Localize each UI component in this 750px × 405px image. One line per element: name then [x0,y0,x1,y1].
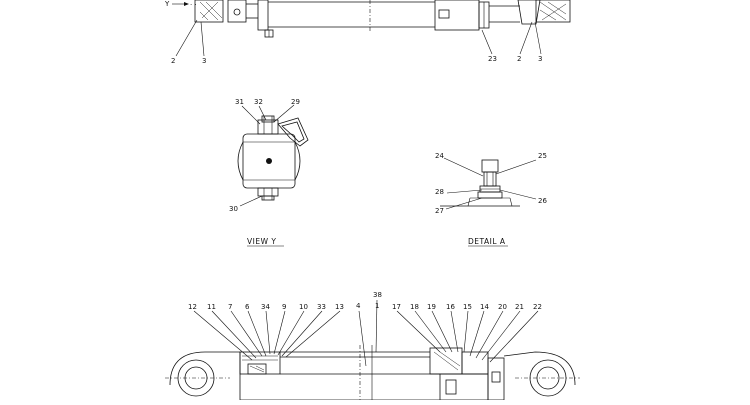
bottom-label-34: 34 [261,303,270,311]
bottom-label-9: 9 [282,303,286,311]
detail-a-label-27: 27 [435,207,444,215]
detail-a-drawing: 24 25 28 26 27 [435,152,547,215]
bottom-label-11: 11 [207,303,216,311]
right-head-body [517,0,571,25]
left-head-body [194,0,274,38]
bottom-section-view [165,299,580,401]
view-y-drawing: 31 32 29 30 [229,98,309,213]
bottom-label-14: 14 [480,303,489,311]
view-y-label-29: 29 [291,98,300,106]
top-label-2-left: 2 [171,57,175,65]
top-cylinder-view: Y · · [164,0,571,65]
bottom-label-18: 18 [410,303,419,311]
bottom-label-4: 4 [356,302,361,310]
bottom-label-22: 22 [533,303,542,311]
bottom-label-38: 38 [373,291,382,299]
view-y-label-32: 32 [254,98,263,106]
y-marker-label: Y [164,0,170,8]
detail-a-label-28: 28 [435,188,444,196]
bottom-label-15: 15 [463,303,472,311]
view-y-label-30: 30 [229,205,238,213]
bottom-label-10: 10 [299,303,308,311]
bottom-label-1: 1 [375,302,379,310]
top-label-2-right: 2 [517,55,521,63]
detail-a-label-25: 25 [538,152,547,160]
bottom-label-13: 13 [335,303,344,311]
bottom-label-12: 12 [188,303,197,311]
bottom-label-7: 7 [228,303,232,311]
bottom-label-17: 17 [392,303,401,311]
y-dots: · · [190,1,197,9]
bottom-label-33: 33 [317,303,326,311]
bottom-label-20: 20 [498,303,507,311]
top-label-3-right: 3 [538,55,542,63]
view-y-caption: VIEW Y [247,237,276,246]
bottom-label-16: 16 [446,303,455,311]
bottom-label-6: 6 [245,303,250,311]
top-label-3-left: 3 [202,57,206,65]
detail-a-label-24: 24 [435,152,444,160]
detail-a-label-26: 26 [538,197,547,205]
detail-a-caption: DETAIL A [468,237,506,246]
top-label-23: 23 [488,55,497,63]
bottom-label-21: 21 [515,303,524,311]
top-leaders [175,19,542,57]
bottom-label-19: 19 [427,303,436,311]
top-tube [268,0,520,32]
view-y-label-31: 31 [235,98,244,106]
view-y-arrow: Y · · [164,0,197,9]
